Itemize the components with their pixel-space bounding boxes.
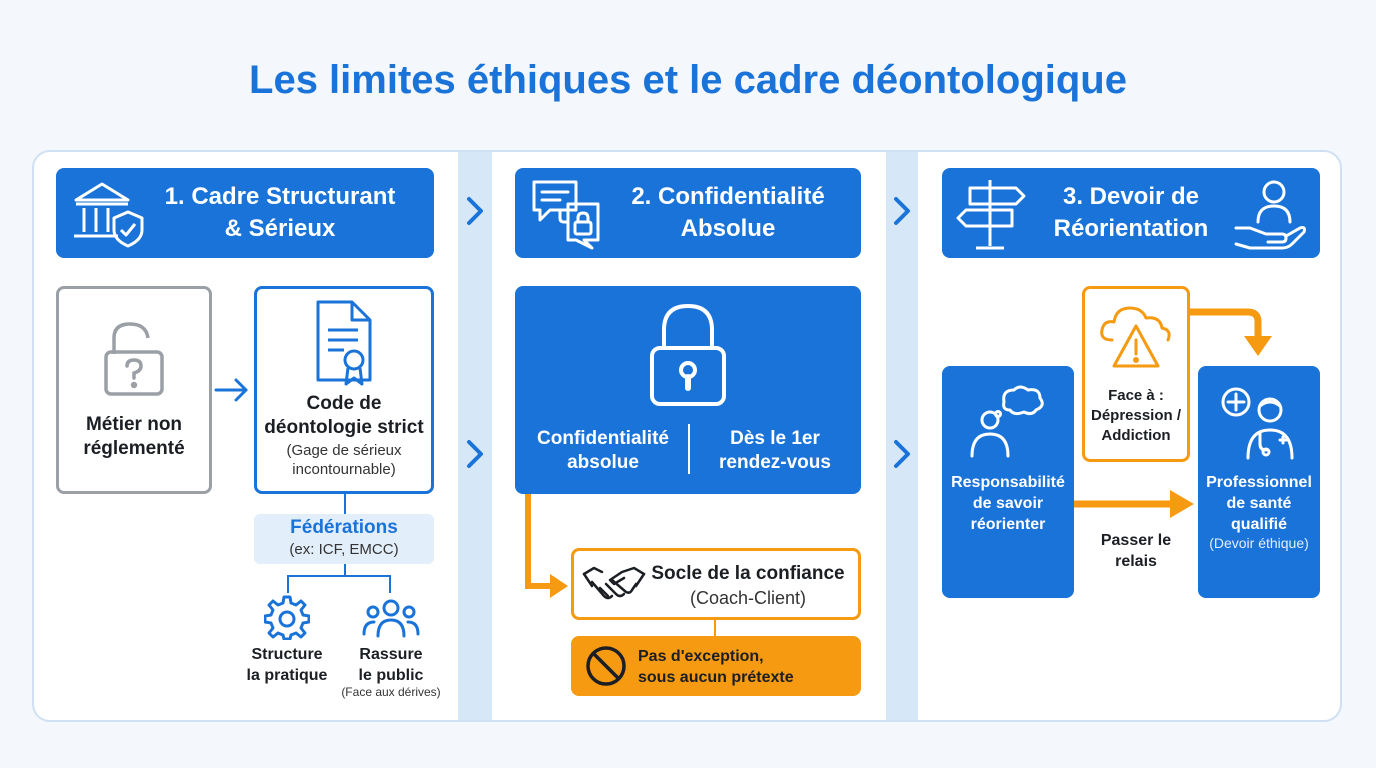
- connector-line: [714, 620, 716, 636]
- connector-line: [389, 575, 391, 593]
- reassure-subtitle: (Face aux dérives): [341, 685, 441, 699]
- page-title: Les limites éthiques et le cadre déontol…: [249, 58, 1127, 102]
- health-professional-subtitle: (Devoir éthique): [1209, 535, 1309, 551]
- chevron-right-icon: [463, 436, 487, 481]
- trust-foundation-title: Socle de la confiance: [651, 563, 845, 584]
- unlocked-question-icon: [100, 318, 168, 405]
- chat-lock-icon: [528, 178, 608, 255]
- responsibility-box: [942, 366, 1074, 598]
- group-icon: [362, 596, 420, 645]
- face-condition-box: [1082, 286, 1190, 462]
- trust-foundation-box: [571, 548, 861, 620]
- ethics-code-subtitle: (Gage de sérieux incontournable): [286, 442, 402, 478]
- institution-shield-icon: [70, 178, 150, 255]
- medical-professional-icon: [1220, 384, 1300, 465]
- section2-header-text: 2. Confidentialité Absolue: [631, 183, 825, 242]
- section1-header: 1. Cadre Structurant & Sérieux: [56, 168, 434, 258]
- signpost-icon: [956, 176, 1026, 257]
- unregulated-profession-box: [56, 286, 212, 494]
- ethics-code-box: [254, 286, 434, 494]
- connector-line: [287, 575, 391, 577]
- connector-line: [344, 564, 346, 576]
- certificate-document-icon: [312, 298, 378, 393]
- federations-box: [254, 514, 434, 564]
- divider: [688, 424, 690, 474]
- chevron-right-icon: [890, 436, 914, 481]
- trust-foundation-subtitle: (Coach-Client): [689, 588, 807, 608]
- curved-arrow-icon: [1188, 296, 1280, 365]
- connector-line: [287, 575, 289, 593]
- structure-label: Structure la pratique: [246, 646, 328, 684]
- pass-relay-text: Passer le relais: [1100, 532, 1172, 570]
- confidentiality-right-text: Dès le 1er rendez-vous: [719, 428, 831, 473]
- responsibility-text: Responsabilité de savoir réorienter: [951, 474, 1065, 533]
- ethics-code-title: Code de déontologie strict: [264, 393, 424, 438]
- thinking-person-icon: [968, 384, 1048, 465]
- no-exception-text: Pas d'exception, sous aucun prétexte: [638, 648, 794, 686]
- handshake-icon: [582, 560, 646, 611]
- padlock-icon: [648, 302, 728, 413]
- unregulated-label: Métier non réglementé: [83, 414, 185, 459]
- federations-subtitle: (ex: ICF, EMCC): [289, 541, 399, 558]
- gear-icon: [263, 594, 311, 645]
- column-separator: [458, 152, 492, 720]
- helping-hand-person-icon: [1232, 176, 1308, 257]
- confidentiality-left-text: Confidentialité absolue: [537, 428, 669, 473]
- arrow-right-icon: [214, 376, 250, 409]
- section3-header: 3. Devoir de Réorientation: [942, 168, 1320, 258]
- health-professional-text: Professionnel de santé qualifié: [1206, 474, 1312, 533]
- reassure-label: Rassure le public: [358, 646, 424, 684]
- arrow-right-icon: [1074, 486, 1198, 527]
- chevron-right-icon: [463, 193, 487, 238]
- chevron-right-icon: [890, 193, 914, 238]
- connector-line: [344, 494, 346, 514]
- section3-header-text: 3. Devoir de Réorientation: [1053, 183, 1209, 242]
- column-separator: [886, 152, 918, 720]
- federations-title: Fédérations: [290, 517, 398, 538]
- face-condition-text: Face à : Dépression / Addiction: [1090, 387, 1182, 444]
- prohibited-icon: [584, 644, 628, 693]
- elbow-arrow-icon: [520, 494, 572, 609]
- no-exception-box: [571, 636, 861, 696]
- warning-cloud-icon: [1098, 302, 1174, 377]
- section1-header-text: 1. Cadre Structurant & Sérieux: [164, 183, 396, 242]
